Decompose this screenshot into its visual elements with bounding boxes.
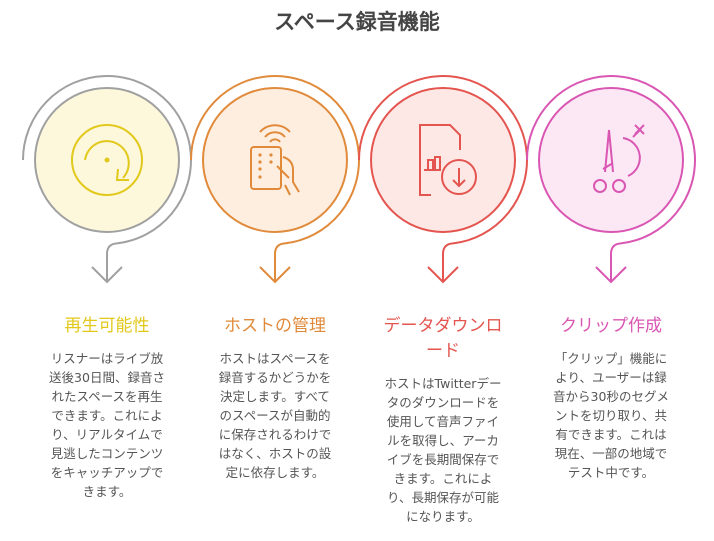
file-download-icon — [419, 124, 477, 196]
description-line: 音から30秒のセグメ — [553, 389, 669, 404]
remote-control-icon — [250, 124, 300, 196]
step-heading-line: クリップ作成 — [560, 316, 662, 336]
step-2-graphic — [190, 75, 360, 284]
step-heading-line: ホストの管理 — [224, 316, 326, 336]
description-line: のスペースが自動的 — [219, 408, 331, 423]
description-line: をキャッチアップで — [50, 465, 164, 480]
description-line: り、リアルタイムで — [51, 427, 163, 442]
step-arrow — [22, 75, 192, 284]
step-3-graphic — [358, 75, 528, 284]
description-line: リスナーはライブ放 — [50, 351, 164, 366]
step-4-graphic — [526, 75, 696, 284]
description-line: 有できます。これは — [555, 427, 667, 442]
description-line: 録音するかどうかを — [218, 370, 332, 385]
description-line: より、ユーザーは録 — [555, 370, 667, 385]
description-line: 使用して音声ファイ — [386, 414, 500, 429]
step-description: 「クリップ」機能により、ユーザーは録音から30秒のセグメントを切り取り、共有でき… — [531, 349, 691, 482]
description-line: きます。 — [82, 484, 132, 499]
step-heading: 再生可能性 — [27, 314, 187, 339]
description-line: になります。 — [406, 509, 480, 524]
step-description: ホストはスペースを録音するかどうかを決定します。すべてのスペースが自動的に保存さ… — [195, 349, 355, 482]
step-heading-line: ード — [426, 341, 460, 361]
description-line: り、長期保存が可能 — [386, 490, 499, 505]
step-description: ホストはTwitterデータのダウンロードを使用して音声ファイルを取得し、アーカ… — [363, 374, 523, 526]
step-circle — [370, 87, 516, 233]
description-line: タのダウンロードを — [386, 395, 500, 410]
step-1-graphic — [22, 75, 192, 284]
description-line: ントを切り取り、共 — [554, 408, 667, 423]
step-arrow — [190, 75, 360, 284]
page-title: スペース録音機能 — [274, 10, 440, 34]
description-line: 送後30日間、録音さ — [49, 370, 165, 385]
replay-icon — [71, 124, 143, 196]
description-line: 「クリップ」機能に — [554, 351, 668, 366]
description-line: イブを長期間保存で — [386, 452, 500, 467]
step-3: データダウンロードホストはTwitterデータのダウンロードを使用して音声ファイ… — [363, 314, 523, 526]
description-line: できます。これによ — [51, 408, 163, 423]
description-line: 定に依存します。 — [225, 465, 325, 480]
description-line: に保存されるわけで — [218, 427, 332, 442]
description-line: 見逃したコンテンツ — [50, 446, 164, 461]
description-line: ホストはTwitterデー — [384, 376, 502, 391]
step-arrow — [526, 75, 696, 284]
description-line: 決定します。すべて — [220, 389, 330, 404]
step-2: ホストの管理ホストはスペースを録音するかどうかを決定します。すべてのスペースが自… — [195, 314, 355, 482]
description-line: きます。これによ — [393, 471, 493, 486]
description-line: 現在、一部の地域で — [554, 446, 668, 461]
step-heading: ホストの管理 — [195, 314, 355, 339]
step-arrow — [358, 75, 528, 284]
step-heading: クリップ作成 — [531, 314, 691, 339]
step-heading-line: 再生可能性 — [64, 316, 150, 336]
description-line: ルを取得し、アーカ — [387, 433, 499, 448]
description-line: ホストはスペースを — [219, 351, 331, 366]
step-heading-line: データダウンロ — [383, 316, 503, 336]
step-1: 再生可能性リスナーはライブ放送後30日間、録音されたスペースを再生できます。これ… — [27, 314, 187, 501]
description-line: れたスペースを再生 — [51, 389, 163, 404]
step-circle — [202, 87, 348, 233]
description-line: テスト中です。 — [567, 465, 655, 480]
description-line: はなく、ホストの設 — [218, 446, 332, 461]
scissors-clip-icon — [593, 124, 645, 193]
step-4: クリップ作成「クリップ」機能により、ユーザーは録音から30秒のセグメントを切り取… — [531, 314, 691, 482]
step-description: リスナーはライブ放送後30日間、録音されたスペースを再生できます。これにより、リ… — [27, 349, 187, 501]
step-heading: データダウンロード — [363, 314, 523, 364]
